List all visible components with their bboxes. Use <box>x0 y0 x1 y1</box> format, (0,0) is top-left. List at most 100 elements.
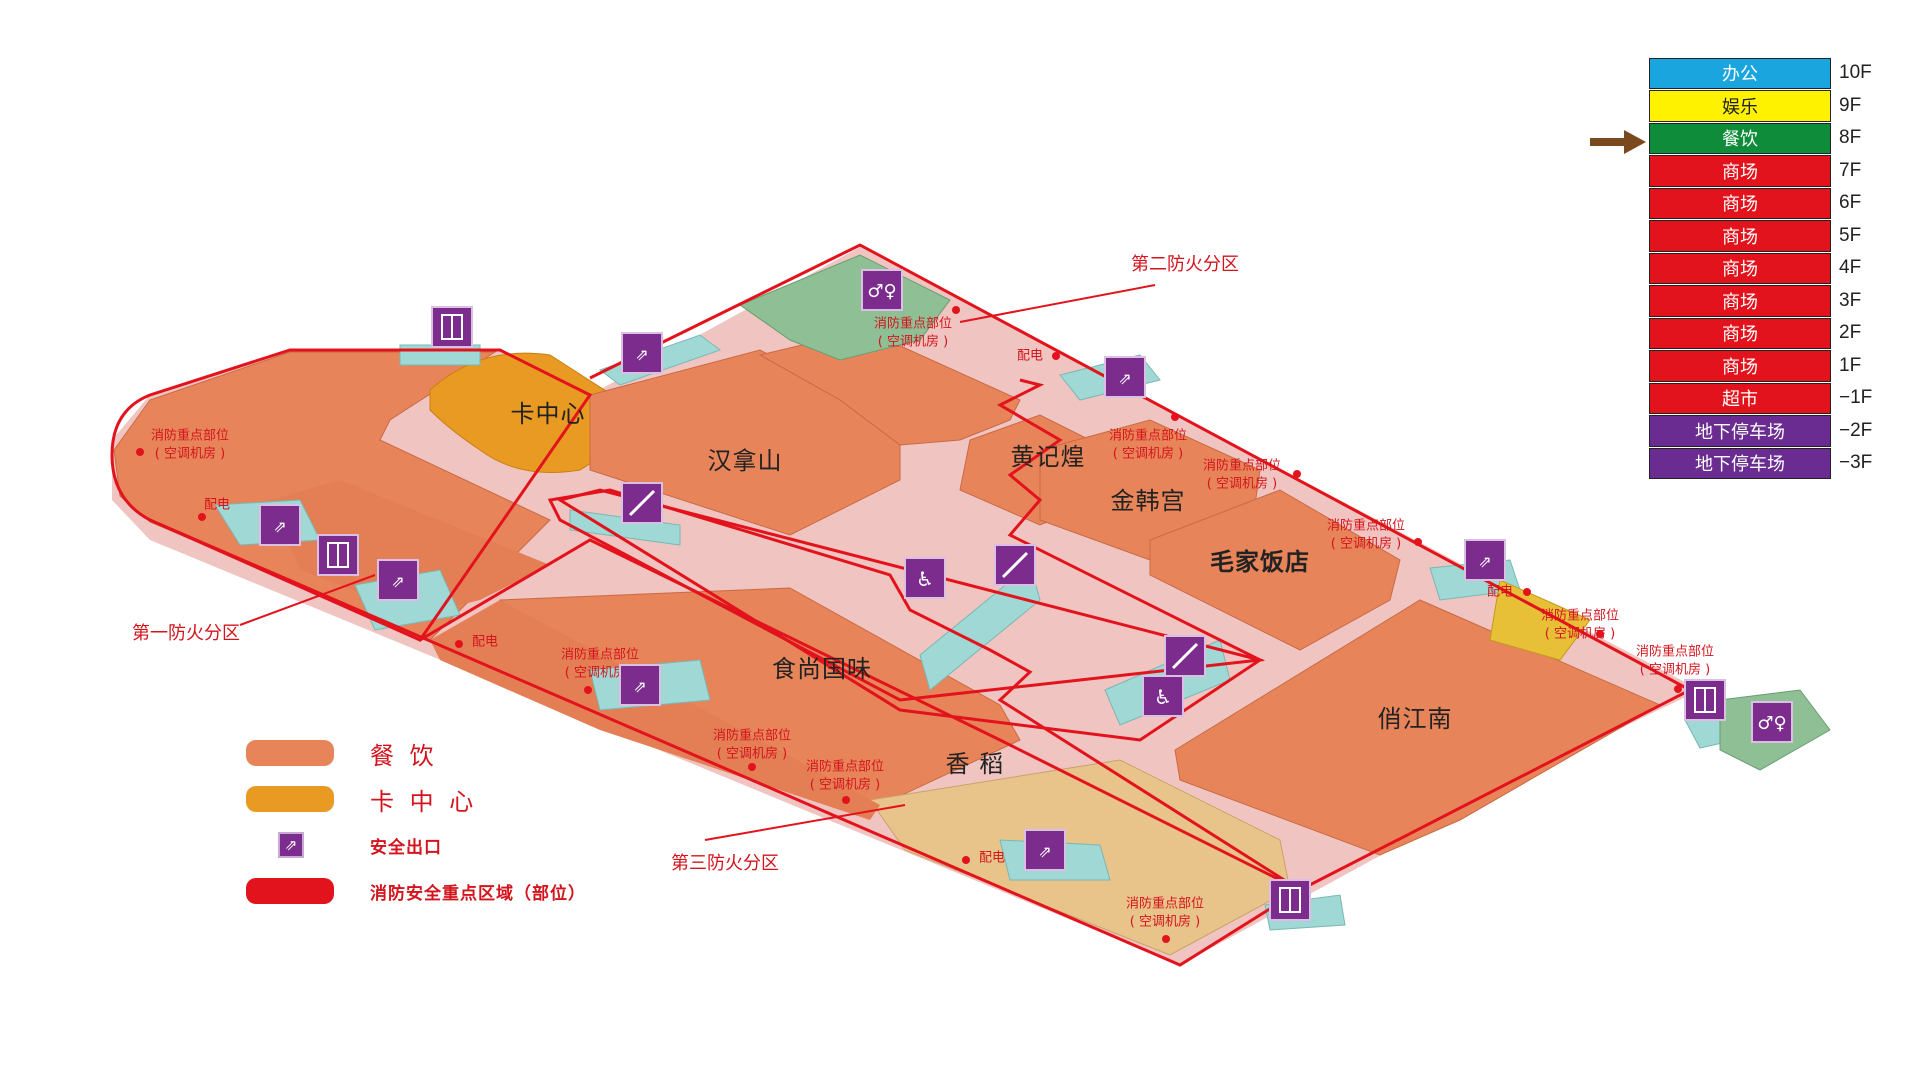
floor-label: 娱乐 <box>1649 90 1831 122</box>
floor-label: 餐饮 <box>1649 122 1831 154</box>
power-notes: 配电 配电 配电 配电 配电 <box>198 349 1531 866</box>
east-yellow-area <box>1489 579 1591 661</box>
key-point-title: 消防重点部位 <box>1327 518 1405 534</box>
store-label-maojia: 毛家饭店 <box>1210 548 1310 576</box>
svg-text:⇗: ⇗ <box>391 572 404 591</box>
key-point-notes: 消防重点部位 ( 空调机房 ) 消防重点部位 ( 空调机房 ) 消防重点部位 (… <box>136 306 1714 943</box>
west-dining-block-inner <box>270 480 550 615</box>
key-point-title: 消防重点部位 <box>806 759 884 775</box>
legend-label-fire-key: 消防安全重点区域（部位） <box>370 883 586 904</box>
floor-row[interactable]: 地下停车场−3F <box>1649 447 1887 480</box>
floor-label: 地下停车场 <box>1649 447 1831 479</box>
legend-item-card-center: 卡 中 心 <box>246 776 586 822</box>
svg-text:♂♀: ♂♀ <box>1757 713 1786 734</box>
floor-number: 2F <box>1839 322 1862 344</box>
legend-label-dining: 餐 饮 <box>370 741 438 770</box>
emergency-exit-icon: ⇗ <box>259 504 301 546</box>
store-label-jinhangong: 金韩宫 <box>1111 487 1186 515</box>
floor-row[interactable]: 商场 6F <box>1649 187 1887 220</box>
emergency-exit-icon: ⇗ <box>1024 829 1066 871</box>
floor-label: 商场 <box>1649 285 1831 317</box>
svg-text:⇗: ⇗ <box>1118 369 1131 388</box>
elevator-icon <box>1684 679 1726 721</box>
key-point-title: 消防重点部位 <box>874 316 952 332</box>
fire-zone-label-3: 第三防火分区 <box>671 853 779 874</box>
restroom-icon: ♂♀ <box>861 269 903 311</box>
hannashan-block <box>589 349 901 536</box>
fire-zone-outline-3 <box>149 518 1304 967</box>
floor-label: 商场 <box>1649 220 1831 252</box>
emergency-exit-icon: ⇗ <box>278 832 304 858</box>
legend-item-exit: ⇗ 安全出口 <box>246 822 586 868</box>
key-point-5: 消防重点部位 ( 空调机房 ) <box>1327 518 1422 552</box>
emergency-exit-icon: ⇗ <box>377 559 419 601</box>
svg-text:⇗: ⇗ <box>1038 842 1051 861</box>
key-point-1: 消防重点部位 ( 空调机房 ) <box>136 428 229 462</box>
inner-corridor-outline <box>556 488 1264 742</box>
floor-number: −1F <box>1839 387 1873 409</box>
floor-number: 10F <box>1839 62 1872 84</box>
fire-zone-label-2: 第二防火分区 <box>1131 254 1239 275</box>
legend-item-fire-key: 消防安全重点区域（部位） <box>246 868 586 914</box>
key-point-title: 消防重点部位 <box>1109 428 1187 444</box>
floor-row[interactable]: 地下停车场−2F <box>1649 415 1887 448</box>
legend-item-dining: 餐 饮 <box>246 730 586 776</box>
floor-label: 商场 <box>1649 252 1831 284</box>
store-label-xiangdao: 香 稻 <box>946 750 1005 778</box>
floor-label: 商场 <box>1649 155 1831 187</box>
power-label: 配电 <box>204 498 230 513</box>
legend-swatch-fire-key <box>246 878 334 904</box>
key-point-title: 消防重点部位 <box>151 428 229 444</box>
power-label: 配电 <box>1017 349 1043 364</box>
key-point-subtitle: ( 空调机房 ) <box>1207 476 1277 492</box>
power-label: 配电 <box>472 635 498 650</box>
svg-text:⇗: ⇗ <box>273 517 286 536</box>
key-point-subtitle: ( 空调机房 ) <box>1130 914 1200 930</box>
key-point-subtitle: ( 空调机房 ) <box>717 746 787 762</box>
key-point-8: 消防重点部位 ( 空调机房 ) <box>561 647 639 694</box>
key-point-6: 消防重点部位 ( 空调机房 ) <box>1541 608 1619 642</box>
key-point-11: 消防重点部位 ( 空调机房 ) <box>1126 896 1204 943</box>
floor-row[interactable]: 娱乐 9F <box>1649 90 1887 123</box>
accessible-icon: ♿ <box>1142 675 1184 717</box>
facility-icons: ♂♀ ⇗ ⇗ ⇗ ⇗ ♿ <box>259 269 1793 921</box>
emergency-exit-icon: ⇗ <box>621 332 663 374</box>
floor-label: 地下停车场 <box>1649 415 1831 447</box>
key-point-9: 消防重点部位 ( 空调机房 ) <box>713 728 791 771</box>
elevator-icon <box>431 306 473 348</box>
floor-number: 9F <box>1839 94 1862 116</box>
key-point-7: 消防重点部位 ( 空调机房 ) <box>1636 644 1714 693</box>
floor-row[interactable]: 超市−1F <box>1649 382 1887 415</box>
escalator-icon <box>994 544 1036 586</box>
key-point-subtitle: ( 空调机房 ) <box>565 665 635 681</box>
floor-number: 1F <box>1839 354 1862 376</box>
accessible-icon: ♿ <box>904 557 946 599</box>
store-label-qiaojiangnan: 俏江南 <box>1378 705 1453 733</box>
escalator-icon <box>1164 635 1206 677</box>
floor-row[interactable]: 商场 1F <box>1649 350 1887 383</box>
svg-text:♂♀: ♂♀ <box>867 281 896 302</box>
elevator-icon <box>1269 879 1311 921</box>
power-label: 配电 <box>1487 585 1513 600</box>
south-strip <box>430 600 880 820</box>
key-point-title: 消防重点部位 <box>1203 458 1281 474</box>
qiaojiangnan-block <box>1174 599 1662 856</box>
floor-label: 商场 <box>1649 350 1831 382</box>
key-point-subtitle: ( 空调机房 ) <box>810 777 880 793</box>
svg-text:♿: ♿ <box>916 567 934 591</box>
key-point-subtitle: ( 空调机房 ) <box>1113 446 1183 462</box>
key-point-4: 消防重点部位 ( 空调机房 ) <box>1203 458 1301 492</box>
floor-number: 6F <box>1839 192 1862 214</box>
store-label-ka-zhongxin: 卡中心 <box>511 400 586 428</box>
floor-label: 商场 <box>1649 187 1831 219</box>
card-center-area <box>429 352 623 473</box>
